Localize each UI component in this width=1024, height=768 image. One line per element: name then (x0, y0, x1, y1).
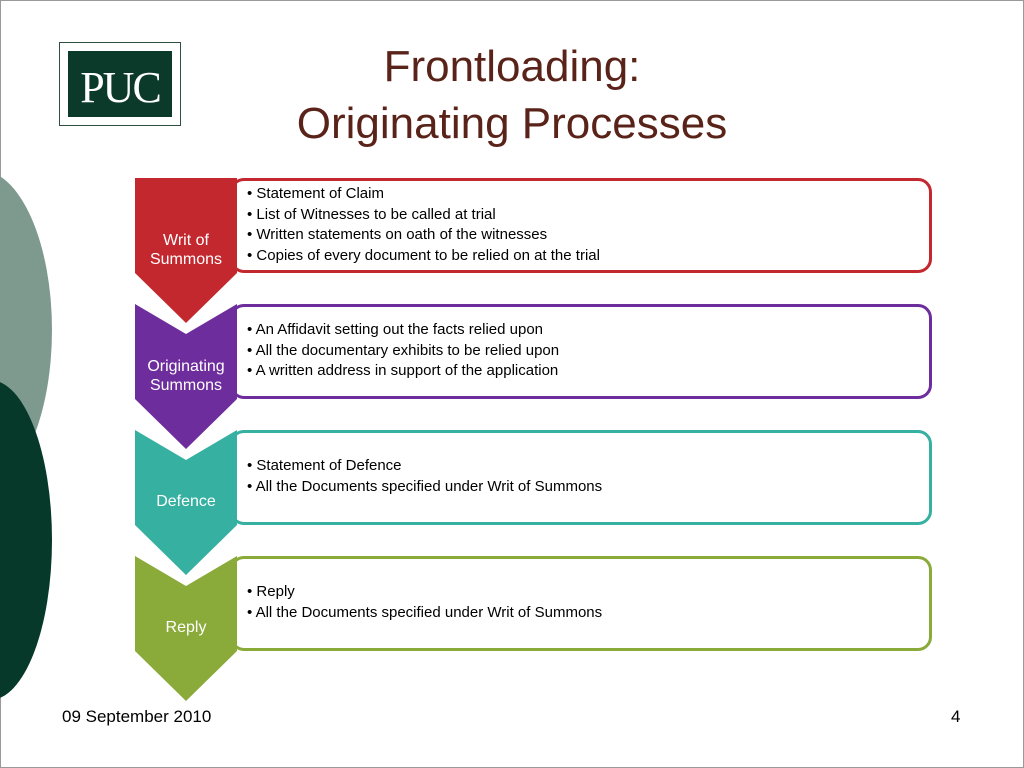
list-item: Statement of Defence (247, 456, 602, 477)
list-item: List of Witnesses to be called at trial (247, 205, 600, 226)
svg-text:PUC: PUC (80, 63, 160, 112)
list-item: Copies of every document to be relied on… (247, 246, 600, 267)
chevron-down-icon (135, 178, 237, 323)
stage-items: An Affidavit setting out the facts relie… (247, 320, 560, 382)
puc-logo: PUC (59, 42, 181, 126)
list-item: All the documentary exhibits to be relie… (247, 341, 560, 362)
title-line-2: Originating Processes (296, 99, 728, 148)
list-item: A written address in support of the appl… (247, 361, 559, 382)
stage-items: Statement of Claim List of Witnesses to … (247, 184, 600, 267)
list-item: An Affidavit setting out the facts relie… (247, 320, 559, 341)
stage-writ-of-summons: Writ of Summons Statement of Claim List … (135, 178, 932, 328)
title-line-1: Frontloading: (383, 42, 641, 91)
chevron-down-icon (135, 556, 237, 701)
list-item: Reply (247, 582, 602, 603)
stage-defence: Defence Statement of Defence All the Doc… (135, 430, 932, 580)
stage-items: Statement of Defence All the Documents s… (247, 456, 603, 498)
stage-label: Defence (156, 493, 216, 510)
chevron-down-icon (135, 304, 237, 449)
list-item: All the Documents specified under Writ o… (247, 477, 603, 498)
footer-date: 09 September 2010 (62, 707, 212, 726)
list-item: Statement of Claim (247, 184, 600, 205)
slide-title: Frontloading: Originating Processes (200, 38, 824, 152)
list-item: All the Documents specified under Writ o… (247, 603, 603, 624)
decorative-ellipses (0, 176, 52, 698)
stage-label: Writ of Summons (149, 232, 223, 268)
chevron-down-icon (135, 430, 237, 575)
page-number: 4 (951, 707, 961, 726)
stage-label: Originating Summons (147, 358, 225, 394)
list-item: Written statements on oath of the witnes… (247, 225, 600, 246)
stage-reply: Reply Reply All the Documents specified … (135, 556, 932, 706)
stage-items: Reply All the Documents specified under … (247, 582, 603, 624)
stage-label: Reply (165, 619, 207, 636)
stage-originating-summons: Originating Summons An Affidavit setting… (135, 304, 932, 454)
